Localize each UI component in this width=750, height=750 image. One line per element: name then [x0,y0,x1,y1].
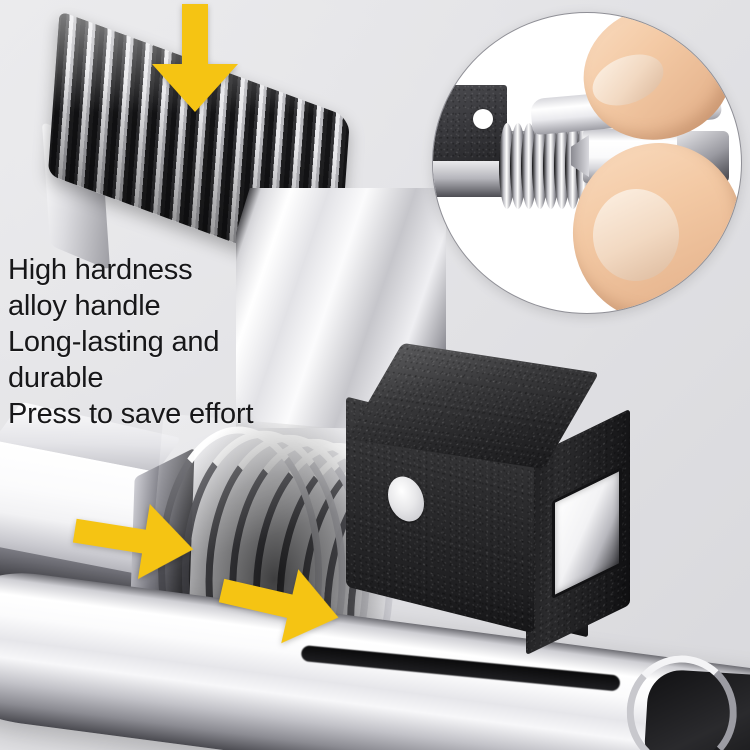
arrow-right-shape [72,504,194,580]
inset-black-block [433,85,507,161]
arrow-down-grip [142,2,248,114]
detail-callout-circle [432,12,742,314]
inset-pin-hole [473,109,493,129]
callout-line: High hardness [8,254,193,286]
inset-block-texture [433,85,507,161]
arrow-down-shape [152,4,238,112]
arrow-right-shape [218,569,339,644]
inset-coil-spring [499,123,589,209]
arrow-right-spring [210,549,350,659]
callout-line: Long-lasting and [8,326,220,358]
callout-line: Press to save effort [8,398,254,430]
feature-callout-text: High hardness alloy handle Long-lasting … [8,252,338,432]
callout-line: durable [8,362,104,394]
callout-line: alloy handle [8,290,161,322]
shaft-slot [300,644,621,692]
black-housing-block [330,342,630,656]
shaft-ring [624,653,740,750]
arrow-right-hexnut [66,489,202,591]
